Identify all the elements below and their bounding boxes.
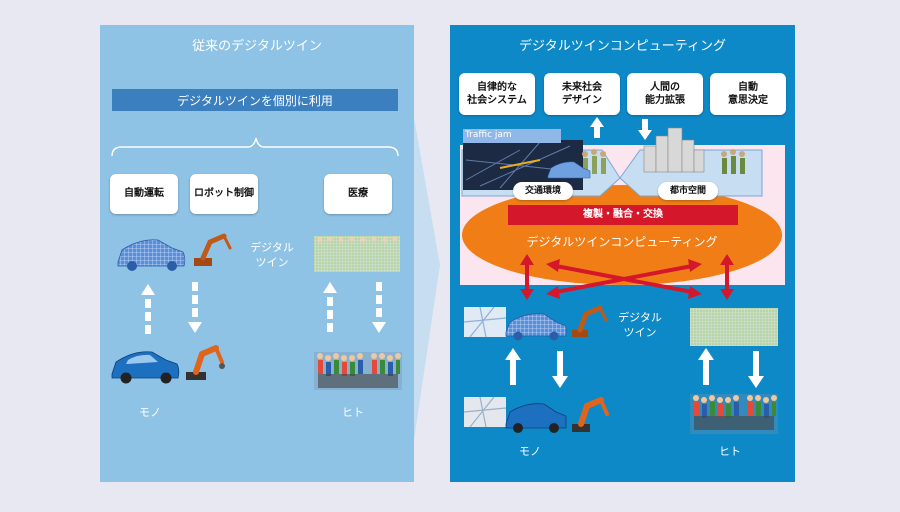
left-mono-label: モノ bbox=[139, 406, 161, 419]
replicate-fuse-exchange-bar bbox=[508, 205, 738, 225]
left-digital-twin-line1: デジタル bbox=[250, 241, 294, 254]
urban-space-slab bbox=[619, 127, 763, 197]
right-digital-twin-line2: ツイン bbox=[623, 326, 657, 340]
digital-crowd-icon bbox=[314, 236, 400, 272]
right-panel-title: デジタルツインコンピューティング bbox=[519, 39, 726, 54]
box-autonomous-social-system: 自律的な社会システム bbox=[459, 73, 535, 115]
box-robot-control: ロボット制御 bbox=[190, 174, 258, 214]
lower-white-arrows bbox=[505, 348, 764, 388]
box-automatic-decision-line2: 意思決定 bbox=[728, 95, 768, 106]
box-future-society-design-line2: デザイン bbox=[562, 95, 602, 106]
physical-crowd-icon bbox=[690, 394, 778, 434]
traffic-jam-label: Traffic jam bbox=[465, 130, 512, 140]
digital-map-icon bbox=[463, 306, 507, 338]
traffic-environment-label: 交通環境 bbox=[513, 182, 573, 200]
urban-space-label: 都市空間 bbox=[658, 182, 718, 200]
box-future-society-design-line1: 未来社会 bbox=[562, 81, 602, 93]
digital-car-right-icon bbox=[505, 313, 567, 341]
digital-robot-icon bbox=[194, 233, 232, 266]
left-hito-label: ヒト bbox=[342, 406, 364, 419]
right-digital-twin-label: デジタル ツイン bbox=[610, 310, 670, 341]
right-digital-twin-line1: デジタル bbox=[618, 311, 662, 324]
box-autonomous-driving: 自動運転 bbox=[110, 174, 178, 214]
top-white-arrows bbox=[590, 117, 652, 140]
digital-car-icon bbox=[117, 239, 186, 271]
left-digital-twin-label: デジタル ツイン bbox=[232, 240, 312, 271]
physical-car-icon bbox=[505, 403, 567, 433]
box-human-augmentation-line2: 能力拡張 bbox=[645, 95, 685, 106]
box-medical: 医療 bbox=[324, 174, 392, 214]
digital-crowd-right-icon bbox=[690, 308, 778, 346]
right-mono-label: モノ bbox=[519, 445, 541, 458]
box-autonomous-social-system-line1: 自律的な bbox=[476, 81, 517, 93]
replicate-fuse-exchange-text: 複製・融合・交換 bbox=[583, 209, 663, 220]
box-automatic-decision-line1: 自動 bbox=[738, 81, 758, 93]
box-autonomous-social-system-line2: 社会システム bbox=[467, 95, 527, 106]
box-automatic-decision: 自動意思決定 bbox=[710, 73, 786, 115]
car-icon bbox=[111, 351, 180, 384]
left-digital-twin-line2: ツイン bbox=[255, 256, 289, 270]
left-individual-use-bar: デジタルツインを個別に利用 bbox=[112, 89, 398, 111]
left-dashed-arrows bbox=[141, 282, 386, 334]
red-exchange-arrows bbox=[520, 254, 734, 300]
physical-map-icon bbox=[463, 396, 507, 428]
physical-robot-icon bbox=[572, 397, 609, 432]
crowd-icon bbox=[314, 352, 402, 390]
slab-people-icon bbox=[582, 149, 745, 174]
box-human-augmentation-line1: 人間の bbox=[650, 81, 680, 93]
left-panel-title: 従来のデジタルツイン bbox=[192, 39, 322, 54]
slab-car-icon bbox=[547, 161, 591, 179]
connector-chevron bbox=[414, 118, 440, 440]
box-human-augmentation: 人間の能力拡張 bbox=[627, 73, 703, 115]
robot-icon bbox=[186, 345, 225, 380]
box-future-society-design: 未来社会デザイン bbox=[544, 73, 620, 115]
right-hito-label: ヒト bbox=[719, 445, 741, 458]
dtc-ellipse-label: デジタルツインコンピューティング bbox=[526, 235, 718, 249]
digital-robot-right-icon bbox=[572, 305, 608, 337]
